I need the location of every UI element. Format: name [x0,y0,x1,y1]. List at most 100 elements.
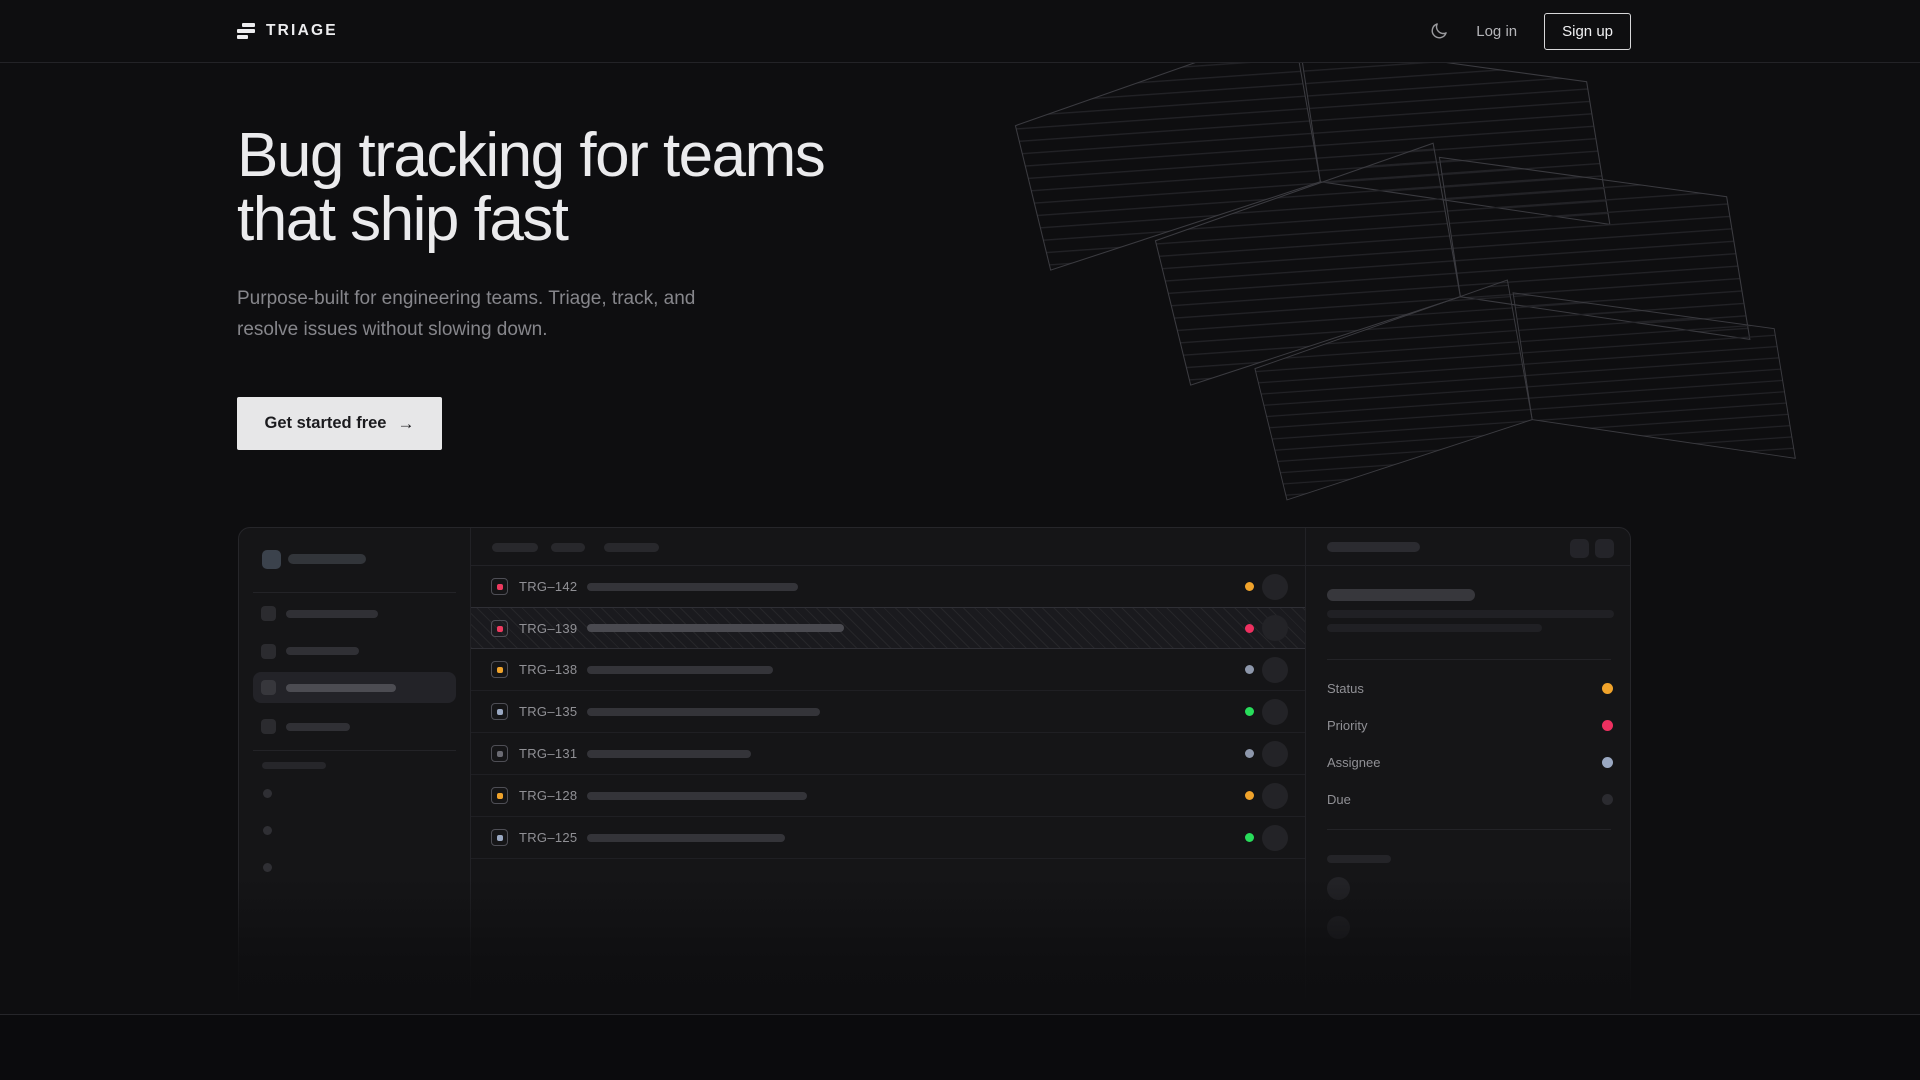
issue-row: TRG–142 [471,566,1305,608]
issue-title-skeleton [587,665,773,674]
detail-text-skeleton [1327,610,1614,618]
detail-avatar-skeleton [1327,877,1350,900]
detail-divider [1327,659,1611,660]
sidebar-dot-skeleton [263,789,272,798]
workspace-name-skeleton [288,554,366,564]
footer [0,1014,1920,1080]
detail-field-row: Due [1306,789,1630,809]
issue-row: TRG–131 [471,733,1305,775]
sidebar-item-skeleton [286,647,359,655]
issue-type-icon [491,787,508,804]
issue-status-dot [1245,707,1254,716]
issue-title-skeleton [587,624,844,632]
detail-activity-skeleton [1327,855,1391,863]
sidebar-item-icon [261,606,276,621]
detail-field-dot [1602,683,1613,694]
sidebar-item-icon [261,719,276,734]
top-nav-inner: TRIAGE Log in Sign up [237,0,1631,62]
moon-icon [1431,23,1448,39]
wireframe-decoration [1009,50,1797,502]
issue-title-skeleton [587,749,751,758]
issue-type-dot [496,625,503,632]
issue-row: TRG–138 [471,649,1305,691]
hero-subtitle: Purpose-built for engineering teams. Tri… [237,284,695,345]
get-started-button[interactable]: Get started free → [237,397,442,450]
detail-header-button [1570,539,1589,558]
issue-list-header [471,528,1305,566]
issue-type-icon [491,578,508,595]
sidebar-section-skeleton [262,762,326,769]
issue-title-skeleton [587,582,798,591]
sidebar-divider [253,750,456,751]
sidebar-item-icon [261,644,276,659]
issue-assignee-avatar [1262,656,1288,683]
hero-subtitle-line2: resolve issues without slowing down. [237,318,548,340]
issue-assignee-avatar [1262,615,1288,641]
sidebar-item-skeleton [286,610,378,618]
issue-id: TRG–138 [519,662,578,677]
issue-row: TRG–139 [471,607,1305,649]
nav-actions: Log in Sign up [1429,12,1631,50]
issue-status-dot [1245,623,1254,633]
top-nav: TRIAGE Log in Sign up [0,0,1920,63]
detail-field-row: Assignee [1306,752,1630,772]
issue-detail-panel: Status Priority Assignee Due [1305,528,1630,1048]
detail-field-row: Status [1306,678,1630,698]
issue-assignee-avatar [1262,782,1288,809]
detail-text-skeleton [1327,624,1542,632]
issue-id: TRG–125 [519,830,578,845]
login-link[interactable]: Log in [1476,22,1518,40]
issue-type-dot [496,750,503,757]
issue-id: TRG–135 [519,704,578,719]
sidebar-divider [253,592,456,593]
issue-type-dot [496,792,503,799]
detail-field-label: Assignee [1327,755,1381,770]
sidebar-item-icon [261,680,276,695]
detail-field-dot [1602,720,1613,731]
issue-title-skeleton [587,833,785,842]
detail-field-label: Due [1327,792,1351,807]
list-tab-skeleton [492,543,538,552]
issue-status-dot [1245,582,1254,591]
detail-field-label: Priority [1327,718,1368,733]
triage-logo-icon [237,23,255,39]
sidebar-item-skeleton [286,723,350,731]
issue-id: TRG–131 [519,746,578,761]
issue-type-icon [491,661,508,678]
issue-type-icon [491,620,508,637]
brand-name: TRIAGE [266,22,338,39]
list-tab-skeleton [551,543,585,552]
issue-row: TRG–135 [471,691,1305,733]
issue-list-rows: TRG–142 TRG–139 TRG–138 TRG–135 TRG–131 … [471,566,1305,859]
get-started-label: Get started free [264,414,387,432]
sidebar-item-skeleton [286,684,396,692]
issue-assignee-avatar [1262,573,1288,600]
hero-title-line2: that ship fast [237,185,569,254]
detail-field-dot [1602,794,1613,805]
issue-row: TRG–125 [471,817,1305,859]
theme-toggle-button[interactable] [1429,21,1449,41]
app-preview-panel: TRG–142 TRG–139 TRG–138 TRG–135 TRG–131 … [238,527,1631,1049]
signup-button[interactable]: Sign up [1544,12,1631,50]
issue-assignee-avatar [1262,824,1288,851]
issue-title-skeleton [587,707,820,716]
issue-type-dot [496,708,503,715]
issue-status-dot [1245,791,1254,800]
brand[interactable]: TRIAGE [237,22,338,40]
issue-type-dot [496,834,503,841]
issue-list: TRG–142 TRG–139 TRG–138 TRG–135 TRG–131 … [470,528,1305,1048]
issue-id: TRG–139 [519,620,578,636]
hero-subtitle-line1: Purpose-built for engineering teams. Tri… [237,288,696,309]
issue-id: TRG–142 [519,579,578,594]
sidebar-dot-skeleton [263,863,272,872]
issue-status-dot [1245,833,1254,842]
issue-type-dot [496,583,503,590]
list-tab-skeleton [604,543,659,552]
detail-field-dot [1602,757,1613,768]
issue-row: TRG–128 [471,775,1305,817]
issue-assignee-avatar [1262,698,1288,725]
preview-sidebar [239,528,470,1048]
issue-type-icon [491,829,508,846]
detail-field-label: Status [1327,681,1364,696]
